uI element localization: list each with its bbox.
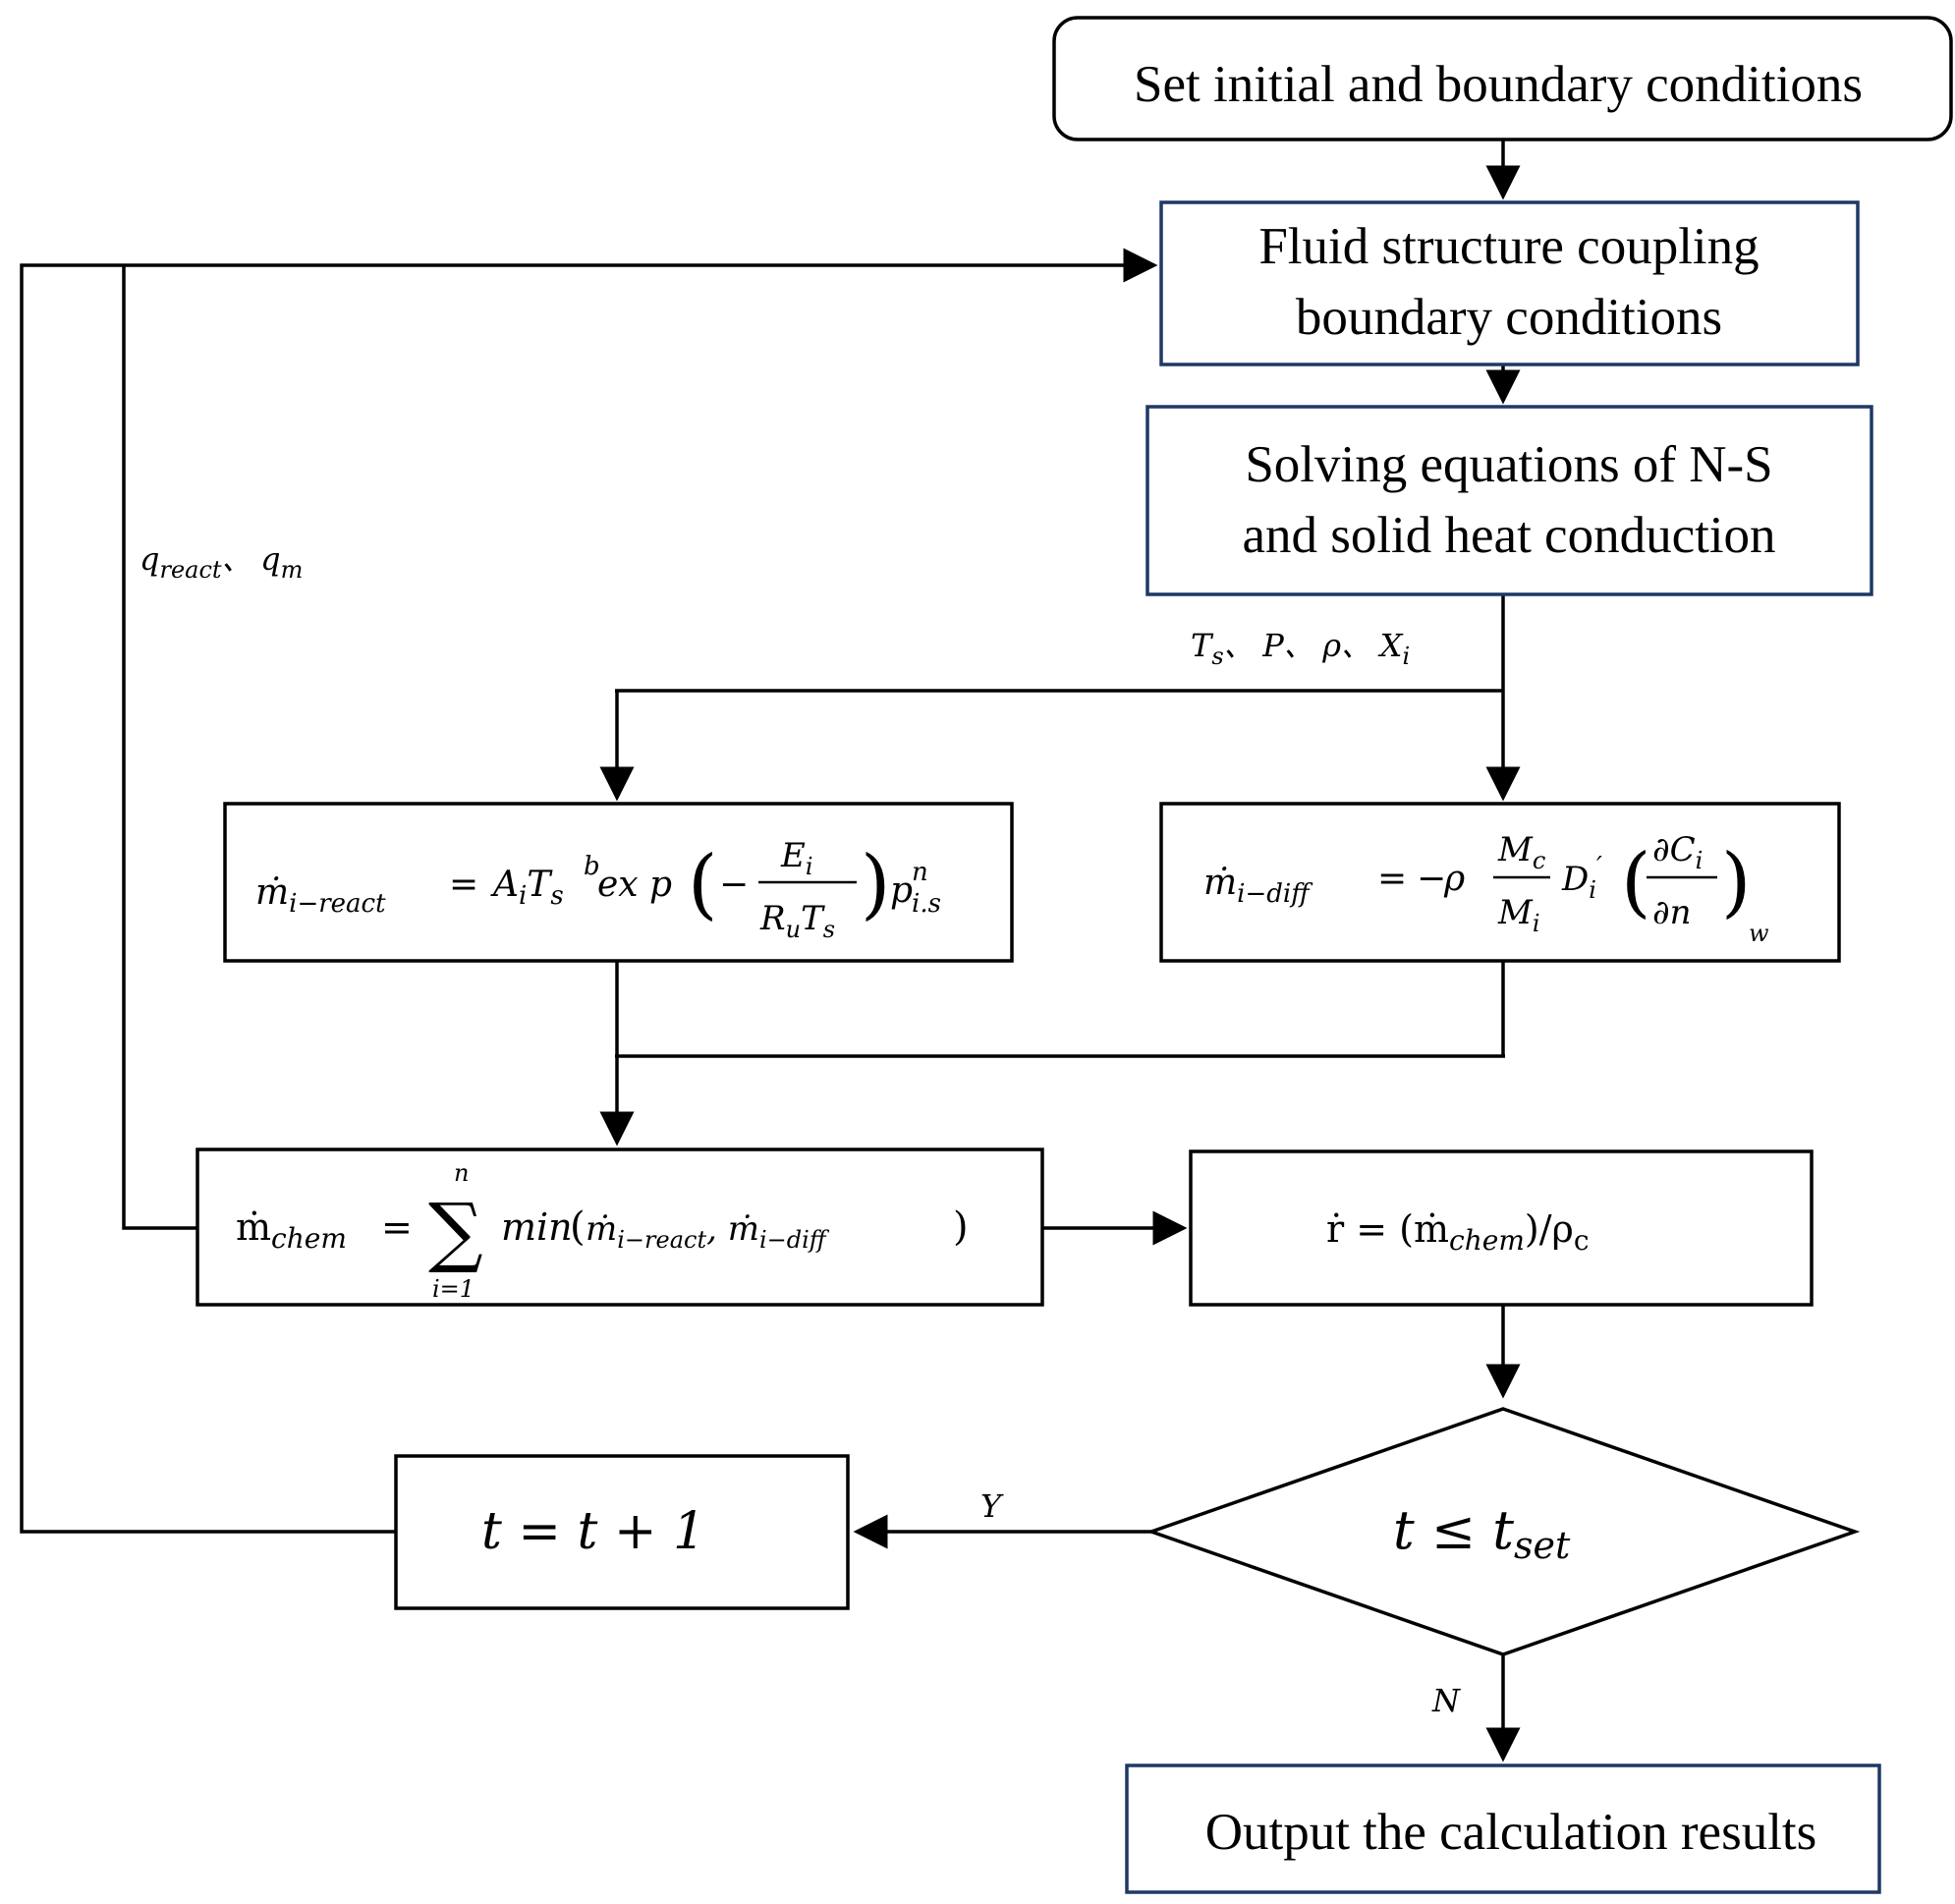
coupling-step-line-2: boundary conditions — [1296, 289, 1722, 346]
svg-text:∂Ci: ∂Ci — [1652, 830, 1703, 874]
svg-text:=: = — [1377, 859, 1407, 899]
svg-text:ρ: ρ — [1443, 859, 1465, 899]
svg-text:−: − — [719, 865, 749, 905]
svg-text:): ) — [861, 840, 890, 928]
svg-text:min: min — [501, 1205, 573, 1249]
svg-text:(: ( — [688, 840, 717, 928]
coupling-step: Fluid structure coupling boundary condit… — [1159, 200, 1860, 366]
feedback-vars-label: qreact、 qm — [140, 540, 303, 584]
svg-text:ex p: ex p — [597, 865, 672, 905]
svg-text:): ) — [1721, 838, 1751, 926]
start-step: Set initial and boundary conditions — [1052, 16, 1953, 141]
svg-text:i.s: i.s — [912, 889, 941, 919]
yes-label: Y — [980, 1487, 1004, 1525]
increment-formula: t = t + 1 — [481, 1502, 705, 1561]
coupling-step-line-1: Fluid structure coupling — [1258, 218, 1759, 275]
svg-text:=: = — [381, 1205, 413, 1249]
svg-text:∂n: ∂n — [1652, 893, 1691, 932]
state-vars-label: Ts、 P、 ρ、 Xi — [1191, 627, 1410, 670]
start-step-label: Set initial and boundary conditions — [1134, 56, 1863, 113]
svg-text:ṁi−react, ṁi−diff: ṁi−react, ṁi−diff — [586, 1209, 830, 1254]
increment-box: t = t + 1 — [394, 1454, 850, 1610]
svg-text:∑: ∑ — [428, 1188, 483, 1276]
feedback-loop-inner — [122, 265, 197, 1230]
solving-step-line-1: Solving equations of N-S — [1245, 436, 1772, 493]
svg-text:n: n — [454, 1159, 469, 1187]
svg-text:(: ( — [570, 1204, 586, 1250]
chem-formula: ṁchem = n ∑ i=1 min ( ṁi−react, ṁi−diff … — [236, 1159, 969, 1303]
svg-text:=: = — [449, 865, 478, 905]
svg-text:n: n — [912, 858, 928, 887]
svg-text:(: ( — [1621, 838, 1650, 926]
solving-step: Solving equations of N-S and solid heat … — [1145, 405, 1873, 596]
connectors — [20, 140, 1521, 1763]
svg-text:): ) — [953, 1204, 969, 1250]
solving-step-line-2: and solid heat conduction — [1242, 507, 1775, 564]
no-label: N — [1431, 1682, 1461, 1719]
output-step: Output the calculation results — [1125, 1764, 1881, 1894]
svg-text:b: b — [584, 852, 600, 881]
svg-text:p: p — [890, 870, 913, 911]
svg-text:i=1: i=1 — [432, 1275, 475, 1303]
diff-formula-box: ṁi−diff = − ρ Mc Mi Di′ ( ∂Ci ∂n ) w — [1159, 802, 1841, 963]
react-formula-box: ṁi−react = AiTs b ex p ( − Ei RuTs ) p n… — [223, 802, 1014, 963]
svg-text:Di′: Di′ — [1561, 852, 1602, 904]
decision-node: t ≤ tset — [1145, 1407, 1861, 1656]
chem-formula-box: ṁchem = n ∑ i=1 min ( ṁi−react, ṁi−diff … — [196, 1148, 1044, 1307]
diff-formula: ṁi−diff = − ρ Mc Mi Di′ ( ∂Ci ∂n ) w — [1203, 830, 1769, 947]
rate-formula-box: ṙ = (ṁchem)/ρc — [1189, 1149, 1814, 1307]
svg-text:−: − — [1417, 859, 1446, 899]
output-step-label: Output the calculation results — [1205, 1804, 1817, 1861]
feedback-loop-outer — [20, 248, 1158, 1534]
svg-text:w: w — [1749, 920, 1769, 947]
